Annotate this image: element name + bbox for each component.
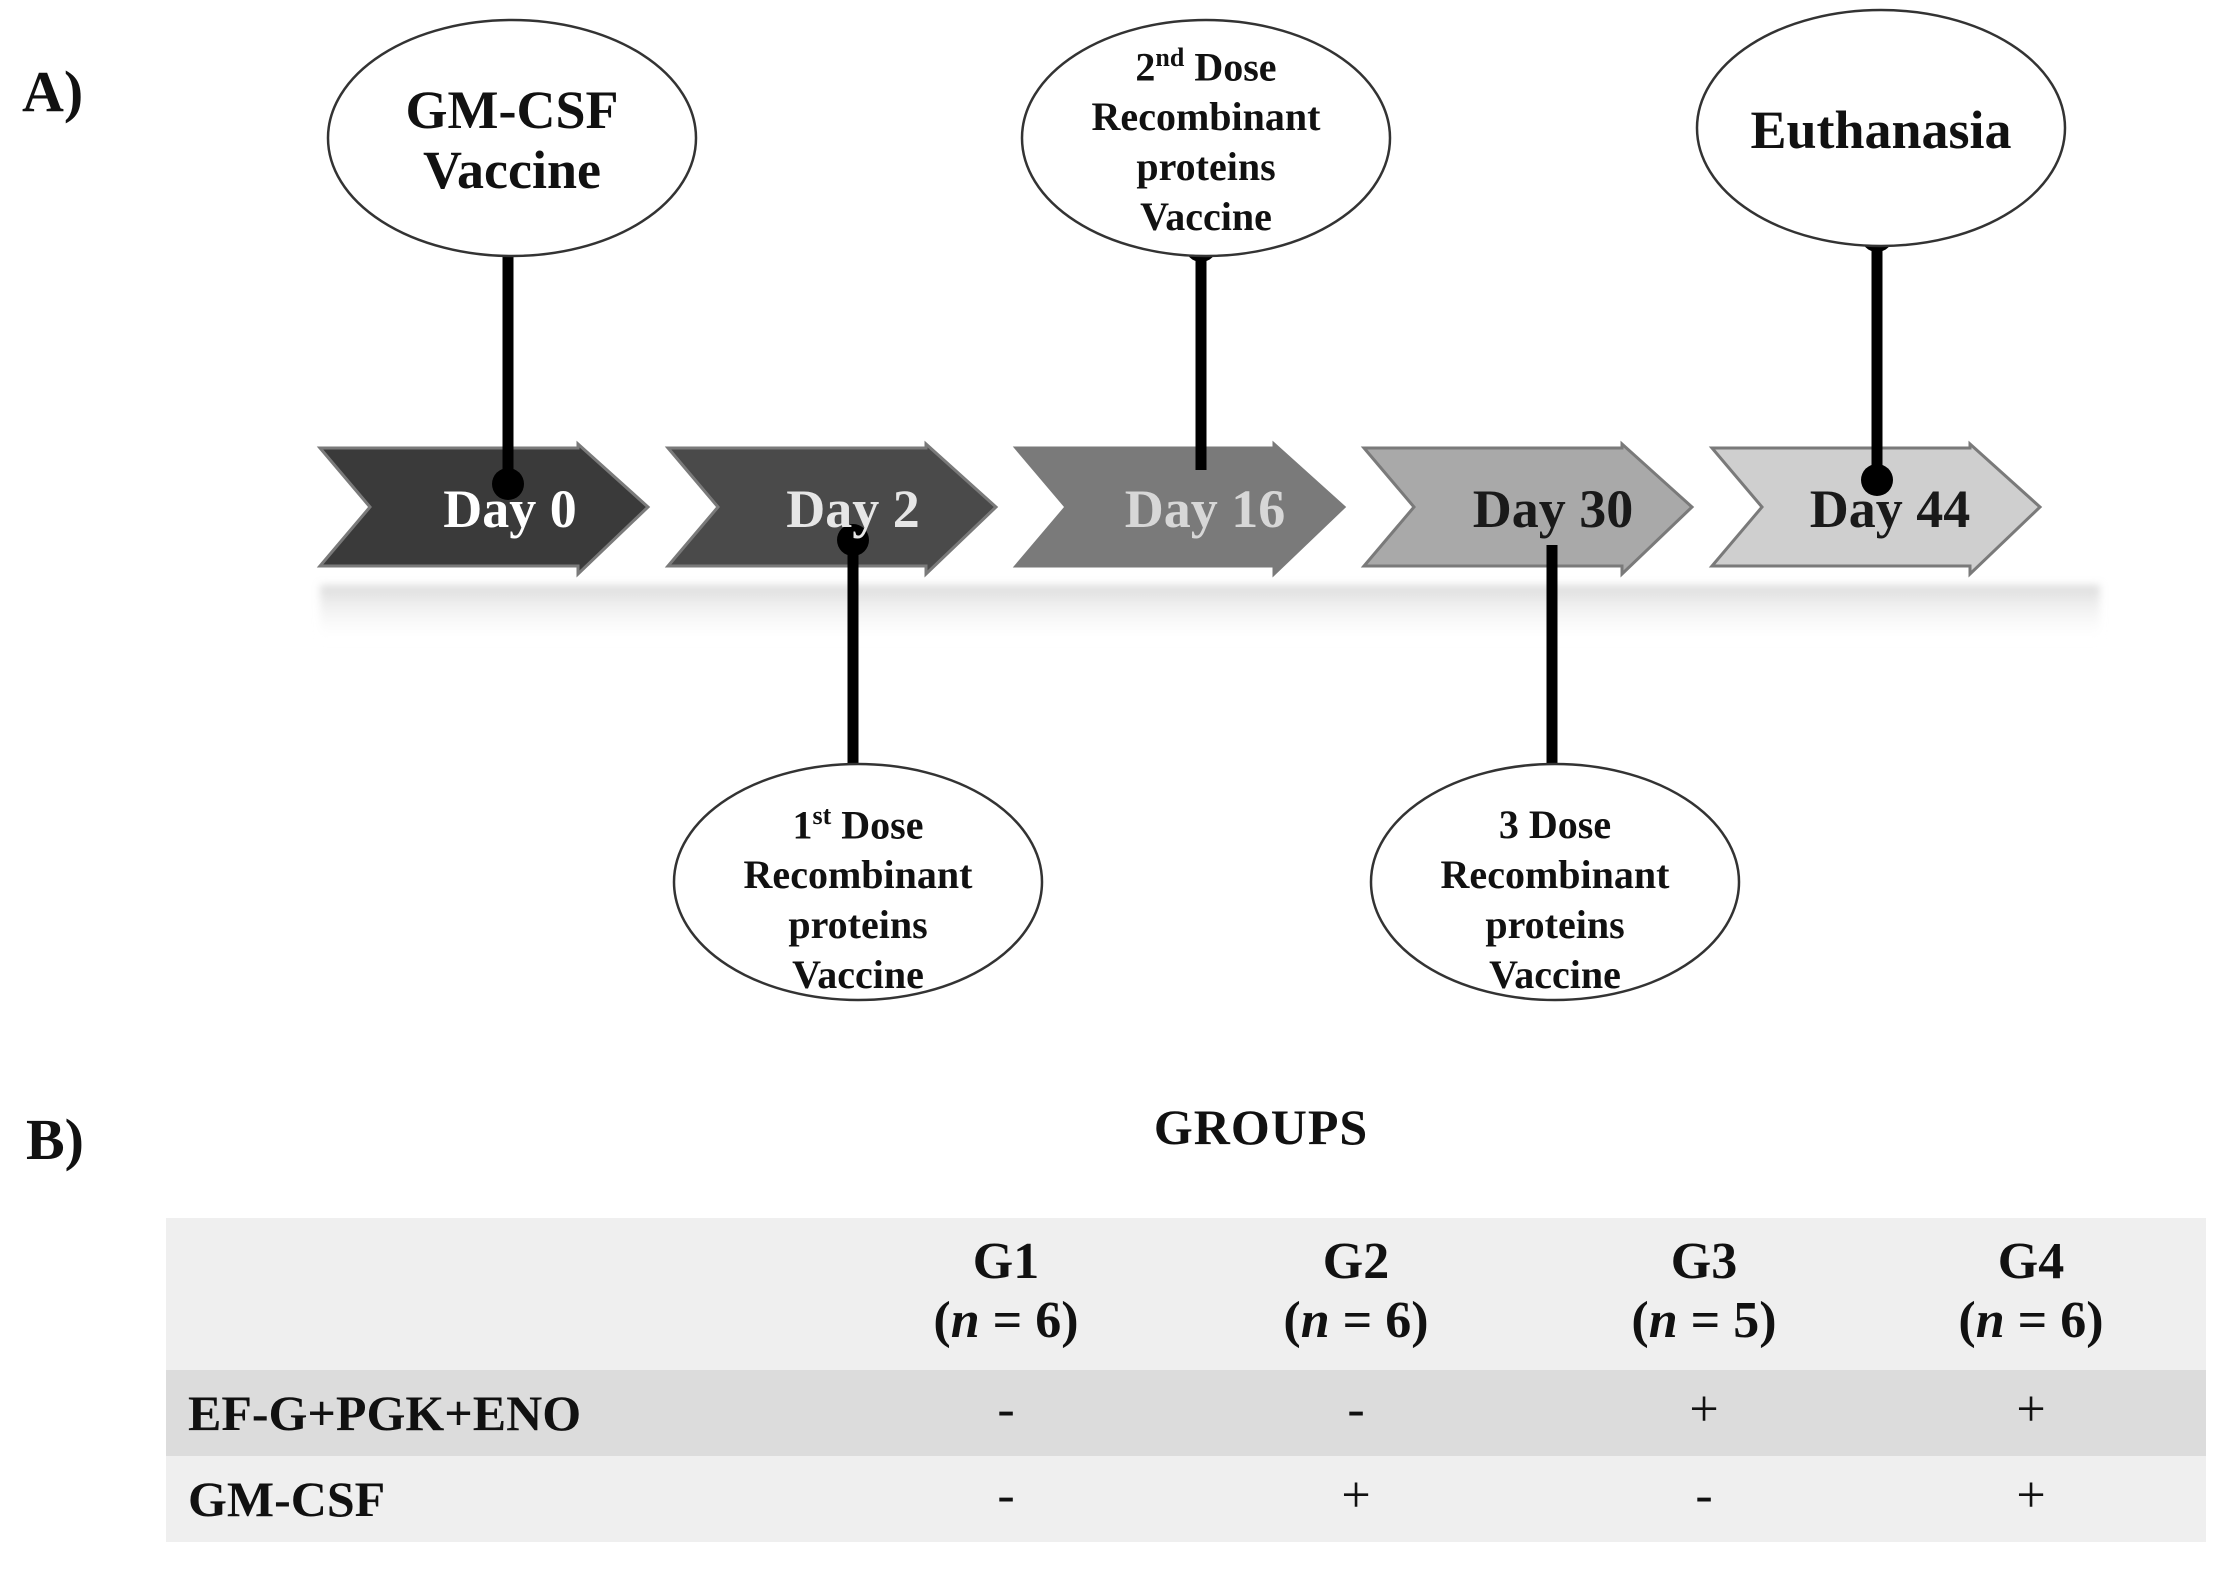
ellipse-1st-dose bbox=[672, 762, 1044, 1002]
dose-ordinal: nd bbox=[1155, 43, 1185, 72]
event-line: Vaccine bbox=[423, 140, 601, 201]
dot-day2-top bbox=[837, 524, 869, 556]
dose-number: 2 bbox=[1135, 44, 1156, 90]
group-size: (n = 5) bbox=[1631, 1292, 1777, 1349]
event-line: Recombinant bbox=[1440, 852, 1670, 897]
event-line-dose: 2nd Dose bbox=[1026, 42, 1386, 92]
group-n-value: 6 bbox=[2060, 1292, 2087, 1349]
table-cell: + bbox=[1689, 1381, 1719, 1438]
timeline-arrow-segment bbox=[1360, 440, 1695, 578]
groups-table: G1 (n = 6) G2 (n = 6) G3 (n = 5) G4 (n =… bbox=[166, 1218, 2206, 1542]
n-symbol: n bbox=[950, 1292, 980, 1349]
timeline-arrow-segment bbox=[1012, 440, 1347, 578]
dose-ordinal: st bbox=[812, 801, 832, 830]
event-3-dose: 3 Dose Recombinant proteins Vaccine bbox=[1375, 800, 1735, 1000]
event-line-dose: 1st Dose bbox=[678, 800, 1038, 850]
dot-day0-bottom bbox=[492, 468, 524, 500]
event-line: Recombinant bbox=[743, 852, 973, 898]
panel-a-label: A) bbox=[22, 59, 84, 124]
table-cell: - bbox=[1695, 1467, 1713, 1524]
table-cell: + bbox=[2016, 1467, 2046, 1524]
group-name: G1 bbox=[972, 1233, 1040, 1290]
dot-day44-bottom bbox=[1861, 464, 1893, 496]
event-line: proteins bbox=[1136, 144, 1276, 190]
group-n-value: 5 bbox=[1733, 1292, 1760, 1349]
table-header-row: G1 (n = 6) G2 (n = 6) G3 (n = 5) G4 (n =… bbox=[166, 1218, 2206, 1370]
group-header: G4 (n = 6) bbox=[1931, 1232, 2131, 1350]
timeline-arrow-segment bbox=[316, 440, 651, 578]
event-2nd-dose: 2nd Dose Recombinant proteins Vaccine bbox=[1026, 42, 1386, 242]
event-ellipses bbox=[326, 8, 2067, 1002]
event-line: GM-CSF bbox=[405, 80, 619, 140]
group-n-value: 6 bbox=[1035, 1292, 1062, 1349]
table-cell: - bbox=[997, 1381, 1015, 1438]
group-n-value: 6 bbox=[1385, 1292, 1412, 1349]
group-name: G4 bbox=[1997, 1233, 2065, 1290]
group-size: (n = 6) bbox=[1283, 1292, 1429, 1349]
ellipse-euthanasia bbox=[1695, 8, 2067, 248]
groups-title: GROUPS bbox=[1153, 1099, 1369, 1155]
table-cell: + bbox=[2016, 1381, 2046, 1438]
event-euthanasia: Euthanasia bbox=[1701, 100, 2061, 160]
n-symbol: n bbox=[1300, 1292, 1330, 1349]
day-label-0: Day 0 bbox=[443, 479, 577, 539]
n-symbol: n bbox=[1975, 1292, 2005, 1349]
group-header: G2 (n = 6) bbox=[1256, 1232, 1456, 1350]
event-1st-dose: 1st Dose Recombinant proteins Vaccine bbox=[678, 800, 1038, 1000]
group-name: G2 bbox=[1322, 1233, 1390, 1290]
ellipse-3-dose bbox=[1369, 762, 1741, 1002]
row-label: GM-CSF bbox=[188, 1471, 386, 1527]
event-line: Euthanasia bbox=[1750, 100, 2012, 160]
table-row: EF-G+PGK+ENO - - + + bbox=[166, 1370, 2206, 1456]
n-symbol: n bbox=[1648, 1292, 1678, 1349]
timeline-arrow-segment bbox=[664, 440, 999, 578]
event-line: proteins bbox=[788, 902, 928, 948]
timeline-diagram bbox=[316, 8, 2100, 1002]
dose-word: Dose bbox=[831, 802, 924, 848]
group-name: G3 bbox=[1670, 1233, 1738, 1290]
event-line: Vaccine bbox=[1140, 194, 1272, 240]
event-line: Vaccine bbox=[792, 952, 924, 998]
event-line: proteins bbox=[1485, 902, 1625, 947]
ellipse-gm-csf-vaccine bbox=[326, 18, 698, 258]
day-label-2: Day 2 bbox=[786, 479, 920, 539]
group-header: G3 (n = 5) bbox=[1604, 1232, 1804, 1350]
table-cell: - bbox=[1347, 1381, 1365, 1438]
table-cell: - bbox=[997, 1467, 1015, 1524]
day-label-30: Day 30 bbox=[1472, 479, 1634, 539]
ellipse-2nd-dose bbox=[1020, 18, 1392, 258]
timeline-arrow-segment bbox=[1708, 440, 2043, 578]
table-row: GM-CSF - + - + bbox=[166, 1456, 2206, 1542]
table-cell: + bbox=[1341, 1467, 1371, 1524]
timeline-arrows bbox=[316, 440, 2043, 578]
arrow-reflection bbox=[320, 585, 2100, 645]
group-header: G1 (n = 6) bbox=[906, 1232, 1106, 1350]
day-label-16: Day 16 bbox=[1124, 479, 1286, 539]
event-line: Recombinant bbox=[1091, 94, 1321, 140]
day-label-44: Day 44 bbox=[1809, 479, 1971, 539]
group-size: (n = 6) bbox=[933, 1292, 1079, 1349]
event-line: 3 Dose bbox=[1498, 802, 1612, 847]
event-gm-csf-vaccine: GM-CSF Vaccine bbox=[332, 80, 692, 201]
dose-number: 1 bbox=[792, 802, 813, 848]
event-stems bbox=[502, 236, 1883, 782]
event-line: Vaccine bbox=[1489, 952, 1621, 997]
panel-b-label: B) bbox=[26, 1107, 84, 1172]
dose-word: Dose bbox=[1184, 44, 1277, 90]
group-size: (n = 6) bbox=[1958, 1292, 2104, 1349]
row-label: EF-G+PGK+ENO bbox=[188, 1385, 582, 1441]
